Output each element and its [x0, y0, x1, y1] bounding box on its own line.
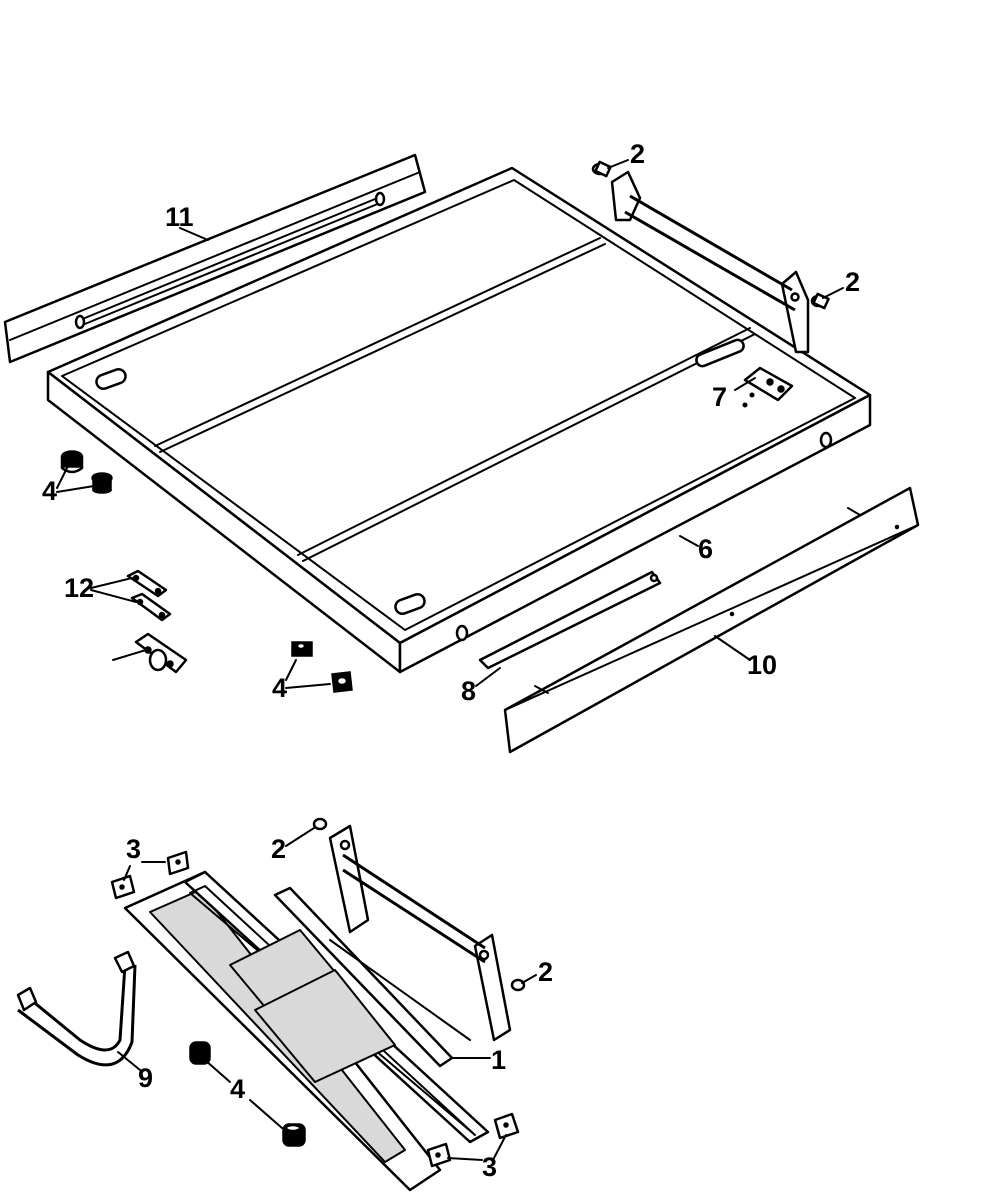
part-8-u-handle — [16, 950, 137, 1067]
callout-2-top-pin: 2 — [630, 139, 645, 169]
part-3-block-a — [166, 850, 190, 876]
part-2-pin-lower-b — [510, 978, 526, 992]
part-11-clip-upper — [126, 569, 168, 598]
part-4-bumper-b — [91, 472, 113, 494]
part-11-clip-lower — [130, 592, 172, 622]
part-1-base-frame — [123, 824, 512, 1192]
part-10-side-rail — [3, 153, 427, 364]
callout-10: 11 — [165, 202, 194, 232]
part-4-bumper-a — [60, 450, 84, 474]
part-12-roller-latch — [134, 632, 188, 674]
part-4-bumper-f — [282, 1123, 306, 1147]
part-3-block-c — [426, 1142, 452, 1168]
callout-11: 12 — [64, 573, 94, 603]
callout-3-top: 3 — [126, 834, 141, 864]
part-4-bumper-d — [331, 671, 353, 693]
part-7-bar — [478, 570, 662, 670]
callout-1: 1 — [491, 1045, 506, 1075]
callout-4-middle: 4 — [272, 673, 287, 703]
callout-3-bottom: 3 — [482, 1152, 497, 1182]
part-2-pin-right — [810, 292, 830, 310]
callout-2-right-pin: 2 — [845, 267, 860, 297]
leader-lines — [56, 159, 844, 1161]
callout-labels: 2 2 11 7 6 4 12 4 8 10 3 2 2 1 9 4 3 — [42, 139, 860, 1182]
part-5-frame-panel — [46, 166, 872, 674]
callout-4-bottom: 4 — [230, 1074, 245, 1104]
part-6-latch-plate — [742, 366, 794, 408]
callout-5: 6 — [698, 534, 713, 564]
part-2-pin-lower-a — [312, 817, 328, 831]
callout-2-lower-left: 2 — [271, 834, 286, 864]
part-3-block-b — [110, 874, 136, 900]
part-3-block-d — [493, 1112, 520, 1140]
callout-7: 8 — [461, 676, 476, 706]
hinge-rod-assembly — [610, 170, 810, 354]
part-4-bumper-e — [189, 1041, 211, 1065]
callout-2-lower-right: 2 — [538, 957, 553, 987]
part-4-bumper-c — [291, 641, 313, 657]
callout-8: 9 — [138, 1063, 153, 1093]
part-9-side-rail — [503, 486, 920, 754]
callout-4-left: 4 — [42, 476, 57, 506]
callout-9: 10 — [747, 650, 777, 680]
part-2-pin-top — [591, 160, 612, 178]
callout-6: 7 — [712, 382, 727, 412]
